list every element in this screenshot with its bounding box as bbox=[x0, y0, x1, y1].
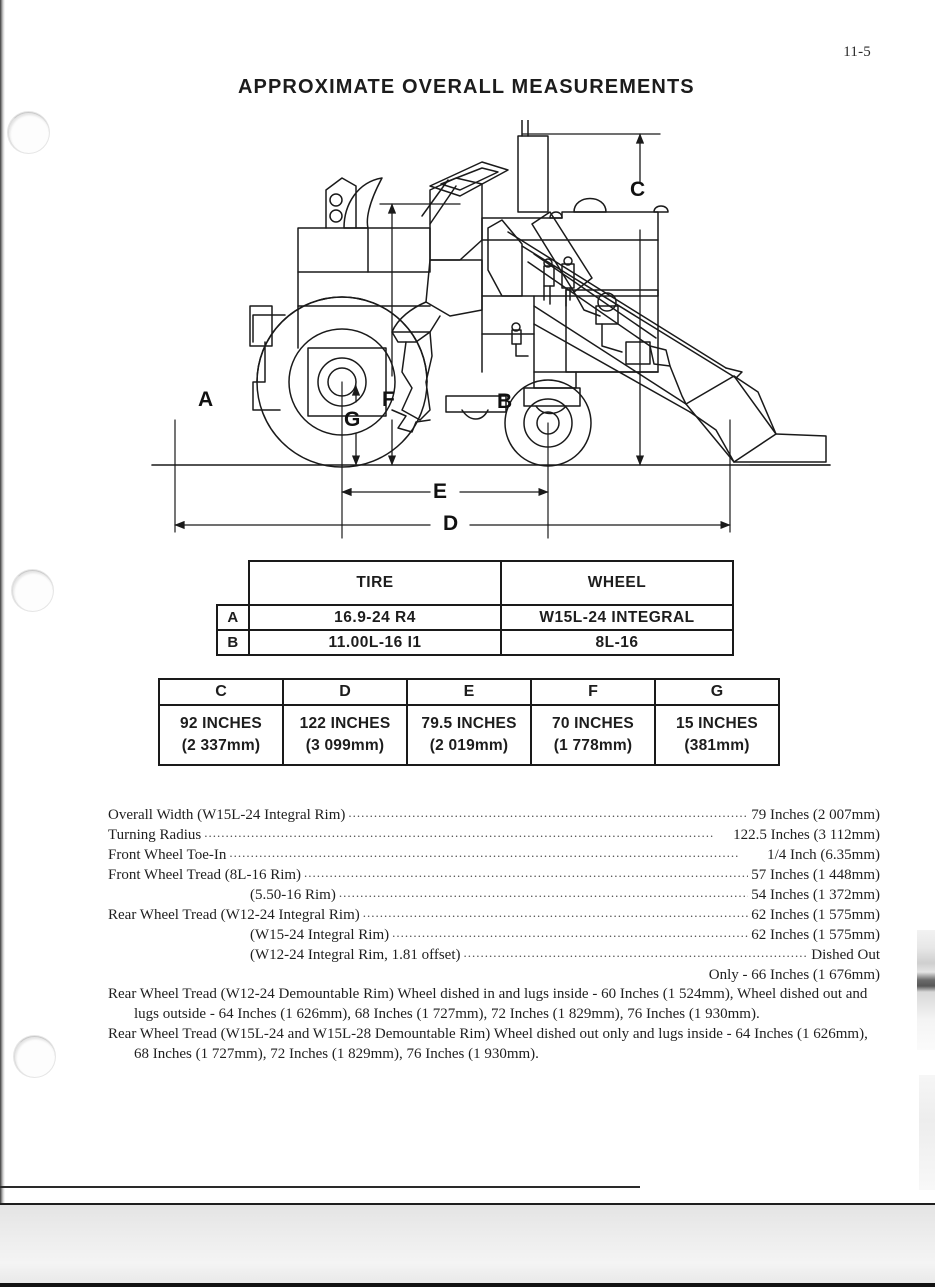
value-inches-g: 15 INCHES bbox=[676, 714, 758, 732]
dimension-label-a: A bbox=[198, 388, 214, 411]
page-bottom-hairline bbox=[0, 1186, 640, 1188]
spec-value: 79 Inches (2 007mm) bbox=[751, 807, 880, 823]
spec-label: Front Wheel Toe-In bbox=[108, 846, 227, 863]
cell-tire-b: 11.00L-16 I1 bbox=[248, 629, 502, 656]
dimension-label-g: G bbox=[344, 408, 361, 431]
column-header-d: D bbox=[282, 678, 408, 706]
value-inches-e: 79.5 INCHES bbox=[421, 714, 517, 732]
spec-label: (W15-24 Integral Rim) bbox=[250, 926, 390, 943]
spec-label: (5.50-16 Rim) bbox=[250, 886, 336, 903]
spec-line-turning-radius: Turning Radius .........................… bbox=[108, 824, 880, 846]
spec-line-front-wheel-tread-8l16: Front Wheel Tread (8L-16 Rim) ..........… bbox=[108, 864, 880, 886]
page-bottom-edge-artifact bbox=[0, 1203, 935, 1287]
cell-dimension-f: 70 INCHES (1 778mm) bbox=[530, 704, 656, 766]
spec-line-rear-wheel-tread-offset: (W12-24 Integral Rim, 1.81 offset) .....… bbox=[108, 944, 880, 966]
column-header-f: F bbox=[530, 678, 656, 706]
table-row: 92 INCHES (2 337mm) 122 INCHES (3 099mm)… bbox=[158, 704, 780, 766]
spec-paragraph-demountable-w1224: Rear Wheel Tread (W12-24 Demountable Rim… bbox=[108, 985, 880, 1025]
value-mm-e: (2 019mm) bbox=[429, 737, 509, 754]
cell-tire-a: 16.9-24 R4 bbox=[248, 604, 502, 631]
page-left-edge-artifact bbox=[0, 0, 5, 1205]
page-right-edge-artifact-lower bbox=[919, 1075, 935, 1190]
spec-label: Turning Radius bbox=[108, 826, 202, 843]
row-label-a: A bbox=[216, 604, 250, 631]
value-mm-d: (3 099mm) bbox=[305, 737, 385, 754]
spec-value: 57 Inches (1 448mm) bbox=[751, 866, 880, 883]
spec-label: Front Wheel Tread (8L-16 Rim) bbox=[108, 866, 302, 883]
value-inches-c: 92 INCHES bbox=[180, 714, 262, 732]
leader-dots: ........................................… bbox=[348, 805, 748, 820]
dimension-table: C D E F G 92 INCHES (2 337mm) 122 INCHES… bbox=[158, 678, 780, 766]
cell-wheel-a: W15L-24 INTEGRAL bbox=[500, 604, 734, 631]
column-header-g: G bbox=[654, 678, 780, 706]
table-header-row: C D E F G bbox=[158, 678, 780, 706]
leader-dots: ........................................… bbox=[338, 884, 749, 900]
row-label-b: B bbox=[216, 629, 250, 656]
specifications-list: Overall Width (W15L-24 Integral Rim) ...… bbox=[108, 805, 880, 1065]
spec-value: 62 Inches (1 575mm) bbox=[751, 906, 880, 923]
dimension-label-e: E bbox=[433, 480, 448, 503]
leader-dots: ........................................… bbox=[463, 944, 809, 960]
hole-punch-top bbox=[8, 112, 49, 153]
value-mm-g: (381mm) bbox=[684, 737, 750, 754]
column-header-c: C bbox=[158, 678, 284, 706]
hole-punch-bottom bbox=[14, 1036, 55, 1077]
spec-paragraph-demountable-w15l: Rear Wheel Tread (W15L-24 and W15L-28 De… bbox=[108, 1025, 880, 1065]
column-header-wheel: WHEEL bbox=[500, 560, 734, 606]
dimension-label-c: C bbox=[630, 178, 646, 201]
column-header-tire: TIRE bbox=[248, 560, 502, 606]
value-mm-f: (1 778mm) bbox=[553, 737, 633, 754]
spec-label: (W12-24 Integral Rim, 1.81 offset) bbox=[250, 946, 461, 963]
leader-dots: ........................................… bbox=[304, 864, 749, 880]
page-number: 11-5 bbox=[843, 44, 871, 60]
value-inches-f: 70 INCHES bbox=[552, 714, 634, 732]
spec-line-front-wheel-tread-550: (5.50-16 Rim) ..........................… bbox=[108, 884, 880, 906]
table-header-row: TIRE WHEEL bbox=[217, 560, 734, 606]
dimension-label-f: F bbox=[382, 388, 395, 411]
spec-value: 54 Inches (1 372mm) bbox=[751, 886, 880, 903]
leader-dots: ........................................… bbox=[204, 824, 715, 840]
spec-line-rear-wheel-tread-w1524: (W15-24 Integral Rim) ..................… bbox=[108, 924, 880, 946]
value-mm-c: (2 337mm) bbox=[181, 737, 261, 754]
table-row: A 16.9-24 R4 W15L-24 INTEGRAL bbox=[216, 604, 734, 631]
dimension-label-d: D bbox=[443, 512, 459, 535]
spec-paragraph-text: Rear Wheel Tread (W15L-24 and W15L-28 De… bbox=[108, 1026, 868, 1063]
spec-value: 1/4 Inch (6.35mm) bbox=[767, 846, 880, 863]
spec-line-offset-continuation: Only - 66 Inches (1 676mm) bbox=[708, 966, 880, 983]
table-row: B 11.00L-16 I1 8L-16 bbox=[216, 629, 734, 656]
tire-wheel-table: TIRE WHEEL A 16.9-24 R4 W15L-24 INTEGRAL… bbox=[216, 560, 734, 656]
dimension-label-b: B bbox=[497, 390, 513, 413]
cell-wheel-b: 8L-16 bbox=[500, 629, 734, 656]
page-right-edge-artifact bbox=[917, 930, 935, 1050]
spec-paragraph-text: Rear Wheel Tread (W12-24 Demountable Rim… bbox=[108, 986, 868, 1023]
leader-dots: ........................................… bbox=[392, 924, 748, 940]
cell-dimension-e: 79.5 INCHES (2 019mm) bbox=[406, 704, 532, 766]
spec-line-front-wheel-toe-in: Front Wheel Toe-In .....................… bbox=[108, 844, 880, 866]
spec-value: 62 Inches (1 575mm) bbox=[751, 926, 880, 943]
hole-punch-middle bbox=[12, 570, 53, 611]
spec-line-overall-width: Overall Width (W15L-24 Integral Rim) ...… bbox=[108, 805, 880, 826]
cell-dimension-c: 92 INCHES (2 337mm) bbox=[158, 704, 284, 766]
column-header-e: E bbox=[406, 678, 532, 706]
spec-label: Overall Width (W15L-24 Integral Rim) bbox=[108, 807, 346, 823]
spec-line-rear-wheel-tread-w1224: Rear Wheel Tread (W12-24 Integral Rim) .… bbox=[108, 904, 880, 926]
cell-dimension-d: 122 INCHES (3 099mm) bbox=[282, 704, 408, 766]
leader-dots: ........................................… bbox=[229, 844, 740, 860]
table-corner-cell bbox=[217, 561, 249, 605]
spec-value: Dished Out bbox=[811, 946, 880, 963]
spec-value: 122.5 Inches (3 112mm) bbox=[733, 826, 880, 843]
value-inches-d: 122 INCHES bbox=[299, 714, 391, 732]
leader-dots: ........................................… bbox=[362, 904, 749, 920]
page-title: APPROXIMATE OVERALL MEASUREMENTS bbox=[238, 76, 695, 98]
cell-dimension-g: 15 INCHES (381mm) bbox=[654, 704, 780, 766]
spec-label: Rear Wheel Tread (W12-24 Integral Rim) bbox=[108, 906, 360, 923]
measurement-diagram: A B C D E F G bbox=[130, 120, 890, 550]
